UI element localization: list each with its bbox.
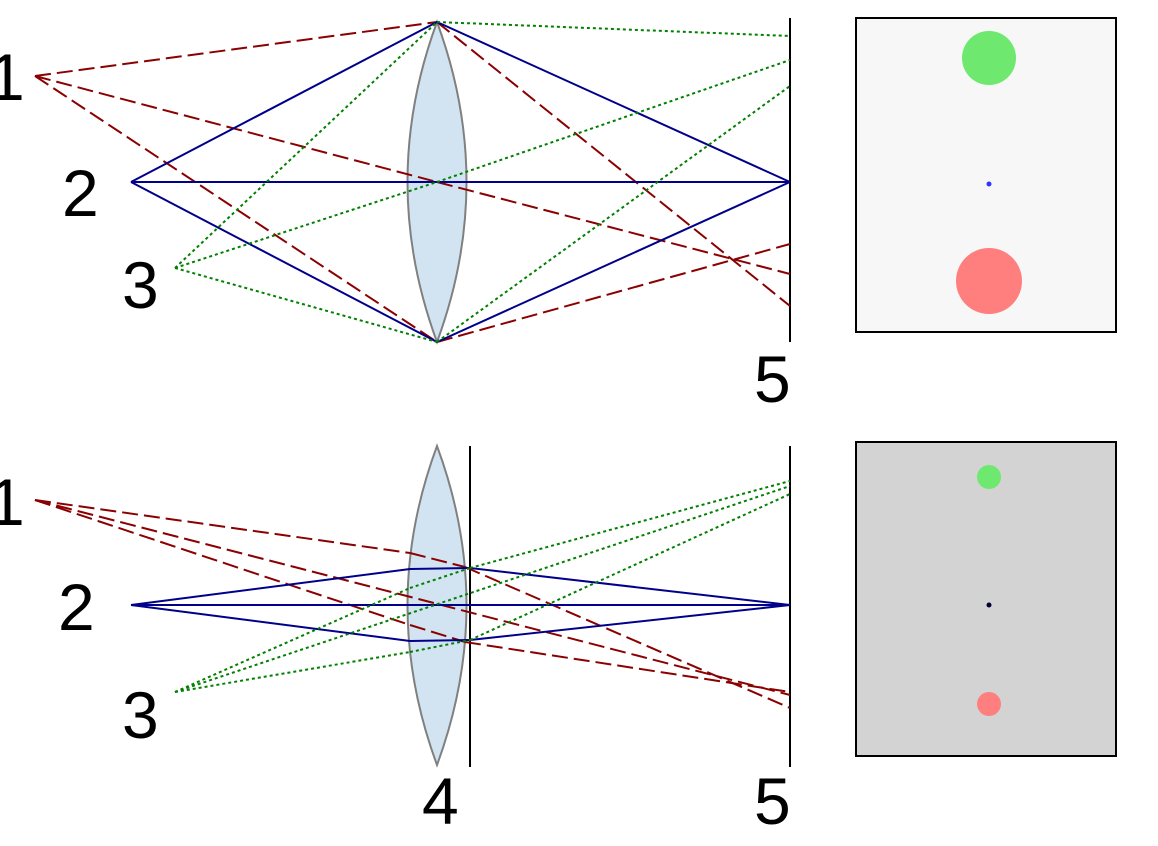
green-spot <box>962 31 1016 85</box>
label-point2: 2 <box>58 570 95 644</box>
ray-green <box>174 181 438 269</box>
label-point1: 1 <box>0 465 25 539</box>
green-spot <box>977 465 1001 489</box>
blue-spot <box>986 602 992 608</box>
rays-point1-top <box>34 21 791 343</box>
rays-point2-top <box>130 21 791 343</box>
ray-blue <box>469 604 791 641</box>
rays-point3-top <box>174 21 791 343</box>
ray-green <box>469 493 791 641</box>
red-spot <box>977 692 1001 716</box>
label-screen: 5 <box>754 764 791 838</box>
ray-red <box>436 21 791 307</box>
ray-green <box>409 639 471 653</box>
ray-blue <box>409 567 471 570</box>
label-point3: 3 <box>122 678 159 752</box>
ray-blue <box>409 639 471 642</box>
ray-green <box>436 21 791 37</box>
ray-red <box>409 552 466 568</box>
ray-red <box>464 566 791 709</box>
ray-green <box>174 485 791 693</box>
label-point3: 3 <box>122 248 159 322</box>
ray-green <box>436 85 791 343</box>
image-panel-top <box>855 17 1117 333</box>
ray-red <box>464 641 791 693</box>
rays-point2-bottom <box>130 567 791 642</box>
rays-point3-bottom <box>174 480 791 693</box>
ray-red <box>34 21 438 77</box>
label-point1: 1 <box>0 40 25 114</box>
ray-red <box>409 624 466 643</box>
ray-green <box>409 567 471 589</box>
ray-blue <box>436 21 791 183</box>
ray-red <box>34 499 791 696</box>
label-aperture: 4 <box>422 764 459 838</box>
ray-blue <box>436 181 791 343</box>
ray-red <box>34 75 438 343</box>
bottom-diagram: 1 2 3 4 5 <box>0 441 1117 838</box>
top-diagram: 1 2 3 5 <box>0 17 1117 416</box>
ray-red <box>436 243 791 343</box>
ray-blue <box>130 604 411 642</box>
ray-green <box>436 59 791 183</box>
ray-green <box>174 21 438 269</box>
ray-red <box>34 75 438 183</box>
rays-point1-bottom <box>34 499 791 709</box>
ray-green <box>174 267 438 343</box>
ray-green <box>174 587 411 693</box>
image-panel-bottom <box>855 441 1117 757</box>
ray-green <box>469 480 791 569</box>
label-screen: 5 <box>754 342 791 416</box>
red-spot <box>956 248 1022 314</box>
label-point2: 2 <box>62 156 99 230</box>
ray-blue <box>469 567 791 606</box>
ray-blue <box>130 21 438 183</box>
ray-blue <box>130 568 411 606</box>
blue-spot <box>986 181 992 187</box>
ray-red <box>436 181 791 275</box>
ray-red <box>34 499 411 554</box>
ray-blue <box>130 181 438 343</box>
ray-green <box>174 651 411 693</box>
